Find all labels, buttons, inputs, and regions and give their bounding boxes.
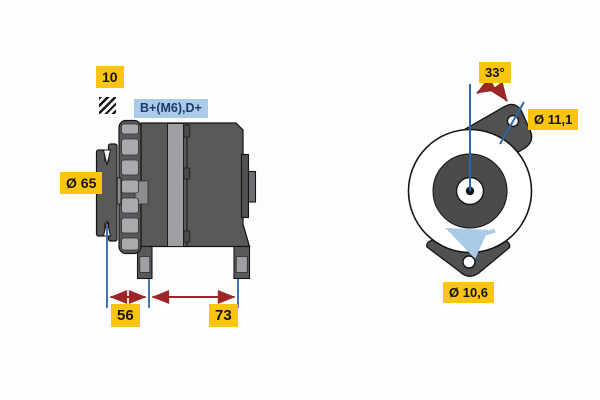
- stator-band: [167, 123, 184, 247]
- terminal-plate: [240, 153, 250, 219]
- side-view: [95, 119, 257, 308]
- terminal-stub: [247, 170, 257, 203]
- housing-body: [140, 122, 257, 248]
- dimension-73-label: 73: [209, 304, 238, 327]
- rotation-arrow: [445, 227, 496, 259]
- top-hole-diameter-label: Ø 11,1: [528, 109, 579, 130]
- front-view: [407, 77, 533, 277]
- bottom-lug-hole: [462, 255, 476, 269]
- angle-arc-arrow: [476, 77, 508, 102]
- bottom-hole-diameter-label: Ø 10,6: [443, 282, 495, 303]
- v-groove-top: [102, 149, 112, 166]
- pulley: [95, 143, 122, 242]
- angle-lug-line: [499, 101, 525, 145]
- pulley-diameter-label: Ø 65: [60, 172, 103, 194]
- dimension-lines: [106, 226, 239, 308]
- mounting-feet: [136, 245, 251, 280]
- mounting-angle-label: 33°: [479, 62, 511, 83]
- shaft-key-label: 10: [96, 66, 124, 88]
- terminals-label: B+(M6),D+: [134, 99, 208, 118]
- hatch-icon: [99, 97, 116, 114]
- fan: [118, 119, 149, 255]
- dimension-56-label: 56: [111, 304, 140, 327]
